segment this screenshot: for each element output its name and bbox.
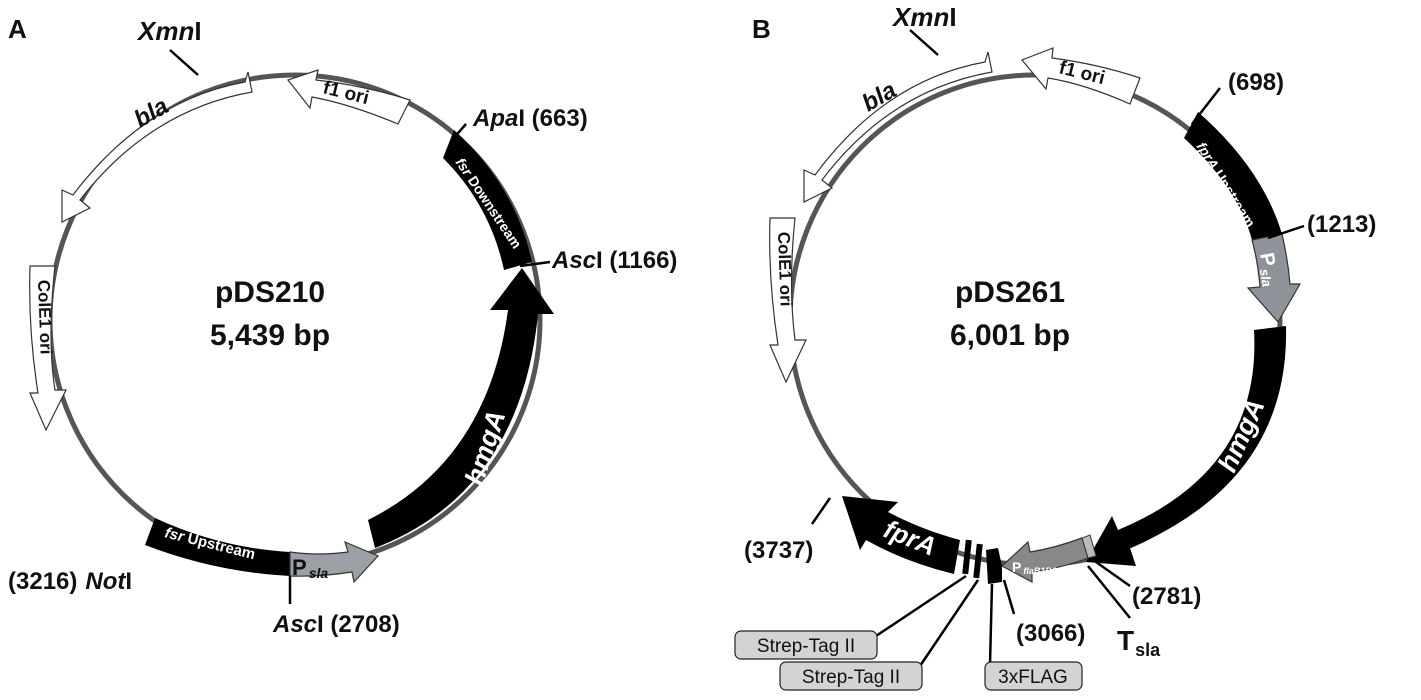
panel-a: A bla f1 ori ColE1 ori fsr Downstream hm… (8, 14, 677, 638)
p3066-line-b (1002, 579, 1016, 615)
cole1-label-b: ColE1 ori (774, 231, 796, 306)
asc1-label-a: AscI (1166) (551, 247, 677, 274)
apa-label-a: ApaI (663) (472, 105, 588, 132)
cole1-feature-a (29, 265, 67, 432)
fsr-upstream-feature-a (145, 518, 290, 576)
p3737-line-b (810, 497, 832, 525)
f1ori-feature-a (287, 69, 411, 125)
bla-feature-b (803, 51, 993, 203)
fpra-upstream-feature-b (1184, 112, 1282, 240)
panel-letter-b: B (752, 14, 771, 44)
panel-letter-a: A (8, 14, 27, 44)
tsla-feature-b (1081, 534, 1097, 559)
p1213-line-b (1267, 224, 1305, 240)
bla-label-a: bla (130, 92, 174, 133)
strep2-line-b (918, 579, 980, 667)
apa-line-a (451, 123, 467, 141)
p1213-label-b: (1213) (1307, 211, 1376, 238)
cole1-label-a: ColE1 ori (34, 279, 56, 354)
p3737-label-b: (3737) (744, 537, 813, 564)
strep1-line-b (875, 574, 967, 638)
fpra-feature-b (842, 496, 960, 574)
p2781-line-b (1095, 560, 1131, 588)
f1ori-feature-b (1021, 47, 1141, 105)
flag-tag-label: 3xFLAG (998, 667, 1068, 688)
xmn-line-b (909, 29, 939, 56)
hmga-feature-b (1086, 326, 1287, 566)
cole1-feature-b (769, 217, 807, 384)
p2781-label-b: (2781) (1132, 583, 1201, 610)
strep-tag-label-2: Strep-Tag II (802, 667, 900, 688)
psla-feature-a (289, 540, 380, 584)
flag-line-b (988, 583, 994, 665)
flag-block-b (986, 548, 1002, 584)
plasmid-size-a: 5,439 bp (210, 319, 330, 352)
psla-label-b: Psla (1254, 251, 1282, 288)
flag-tag-box (984, 661, 1083, 691)
pflab1b2-feature-b (1000, 537, 1089, 583)
psla-feature-b (1246, 233, 1302, 324)
panel-b: B bla f1 ori ColE1 ori fprA Upstream Psl… (734, 2, 1376, 691)
plasmid-name-a: pDS210 (215, 276, 325, 309)
bla-feature-a (61, 71, 253, 223)
xmn-line-a (169, 49, 199, 76)
xmn-label-a: XmnI (136, 16, 202, 46)
plasmid-size-b: 6,001 bp (950, 319, 1070, 352)
tsla-label-b: Tsla (1117, 625, 1161, 660)
not-label-a: (3216)NotI (8, 568, 132, 595)
p698-label-b: (698) (1228, 69, 1284, 96)
strep-block-2-b (973, 543, 983, 579)
xmn-label-b: XmnI (891, 2, 957, 32)
hmga-feature-a (368, 268, 554, 548)
tsla-line-b (1087, 565, 1131, 619)
fsr-downstream-feature-a (443, 130, 532, 270)
p698-line-b (1191, 87, 1221, 125)
plasmid-name-b: pDS261 (955, 276, 1065, 309)
strep-tag-label-1: Strep-Tag II (757, 636, 855, 657)
strep-tag-box-1 (734, 630, 878, 660)
asc2-label-a: AscI (2708) (272, 611, 400, 638)
asc1-line-a (519, 260, 551, 268)
strep-block-1-b (962, 539, 972, 575)
strep-tag-box-2 (779, 661, 923, 691)
p3066-label-b: (3066) (1016, 620, 1085, 647)
